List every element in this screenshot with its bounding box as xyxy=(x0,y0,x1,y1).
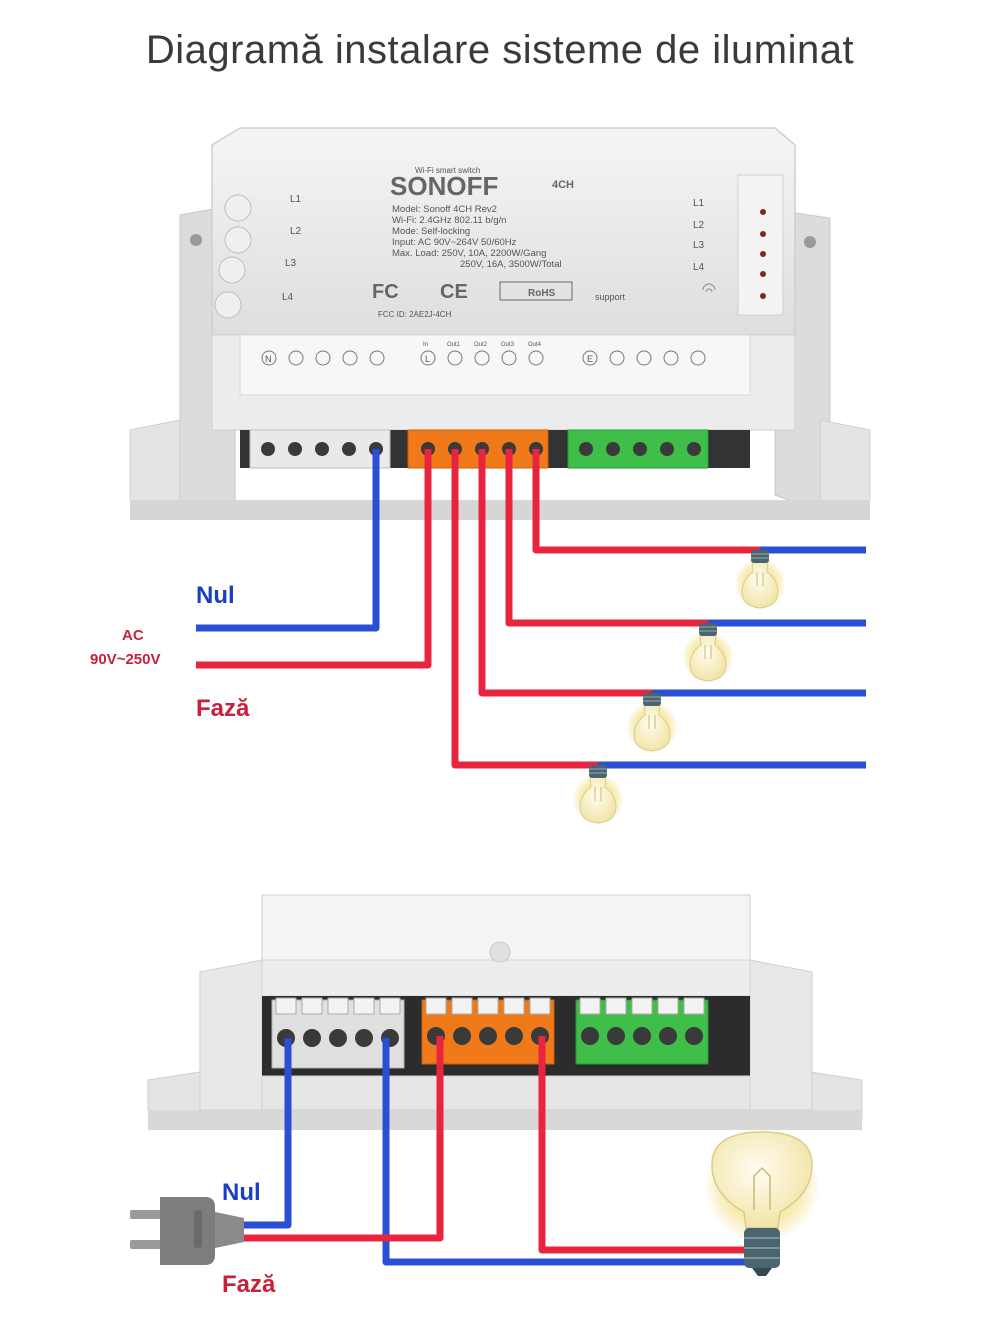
light-bulb-icon xyxy=(681,622,735,684)
terminal-symbols xyxy=(261,350,706,366)
sonoff-device-bottom xyxy=(147,894,863,1130)
neutral-symbol: N xyxy=(265,354,272,364)
led-label-l3: L3 xyxy=(693,240,705,251)
led-label-l4: L4 xyxy=(693,262,705,273)
phase-label: Fază xyxy=(196,695,250,722)
wifi-icon xyxy=(702,283,716,293)
spec-line-5: Max. Load: 250V, 10A, 2200W/Gang xyxy=(392,248,546,259)
neutral-label: Nul xyxy=(196,582,235,609)
ac-label: AC xyxy=(122,627,144,644)
light-bulb-icon xyxy=(571,764,625,826)
spec-line-2: Wi-Fi: 2.4GHz 802.11 b/g/n xyxy=(392,215,506,226)
terminal-label-in: In xyxy=(423,342,428,348)
sonoff-device-top: L1 L2 L3 L4 L1 L2 L3 L4 Wi-Fi smart swit… xyxy=(129,127,871,520)
support-label: support xyxy=(595,292,626,302)
spec-line-3: Mode: Self-locking xyxy=(392,226,470,237)
device-subtitle: Wi-Fi smart switch xyxy=(415,166,480,175)
led-label-l1: L1 xyxy=(693,198,705,209)
spec-line-1: Model: Sonoff 4CH Rev2 xyxy=(392,204,497,215)
button-label-l2: L2 xyxy=(290,226,302,237)
light-bulb-icon xyxy=(704,1127,820,1276)
neutral-label: Nul xyxy=(222,1179,261,1206)
spec-line-4: Input: AC 90V~264V 50/60Hz xyxy=(392,237,517,248)
power-plug-icon xyxy=(130,1197,244,1265)
wiring-bottom xyxy=(244,1036,748,1266)
terminal-label-out3: Out3 xyxy=(501,342,515,348)
fcc-mark: FC xyxy=(372,281,399,303)
button-label-l1: L1 xyxy=(290,194,302,205)
terminal-label-out1: Out1 xyxy=(447,342,461,348)
button-label-l4: L4 xyxy=(282,292,294,303)
ce-mark: CE xyxy=(440,281,468,303)
button-label-l3: L3 xyxy=(285,258,297,269)
rohs-mark: RoHS xyxy=(528,288,556,299)
light-bulb-icon xyxy=(733,549,787,611)
page-title: Diagramă instalare sisteme de iluminat xyxy=(145,28,855,72)
wiring-top xyxy=(196,449,866,769)
terminal-label-out2: Out2 xyxy=(474,342,488,348)
fcc-id: FCC ID: 2AE2J-4CH xyxy=(378,310,452,319)
rohs-badge xyxy=(499,281,573,301)
earth-symbol: E xyxy=(587,354,593,364)
terminal-label-out4: Out4 xyxy=(528,342,542,348)
brand-logo: SONOFF xyxy=(390,171,498,201)
line-symbol: L xyxy=(425,354,430,364)
phase-label: Fază xyxy=(222,1271,276,1298)
voltage-label: 90V~250V xyxy=(90,651,160,668)
light-bulb-icon xyxy=(625,692,679,754)
spec-line-6: 250V, 16A, 3500W/Total xyxy=(460,259,562,270)
model-variant: 4CH xyxy=(552,179,574,191)
led-label-l2: L2 xyxy=(693,220,705,231)
